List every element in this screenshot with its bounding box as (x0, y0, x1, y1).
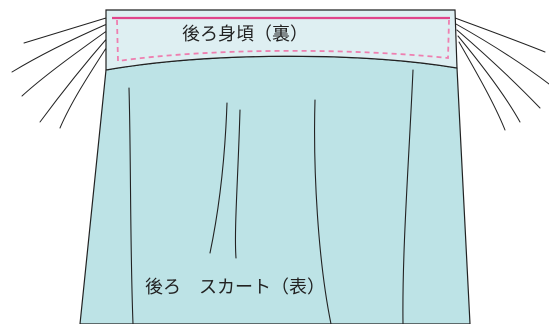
left-gather-lines (11, 17, 111, 129)
bodice-label: 後ろ身頃（裏） (182, 24, 308, 45)
skirt-label: 後ろ スカート（表） (145, 277, 325, 298)
drape-line-5 (402, 69, 414, 324)
right-gather-lines (454, 17, 549, 131)
skirt-drape-lines (128, 69, 414, 324)
drape-line-3 (234, 109, 241, 259)
drape-line-1 (128, 87, 134, 324)
drape-line-4 (314, 99, 332, 324)
bodice-piece (105, 9, 458, 71)
drape-line-2 (209, 102, 228, 254)
